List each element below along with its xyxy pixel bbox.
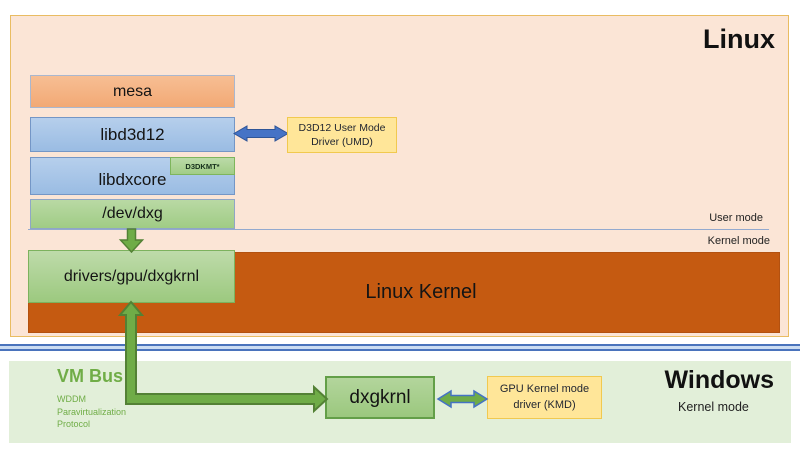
windows-kernel-mode-label: Kernel mode	[678, 400, 749, 414]
libd3d12-box: libd3d12	[30, 117, 235, 152]
vm-bus-line: Protocol	[57, 419, 91, 429]
vm-boundary-separator	[0, 344, 800, 351]
vm-bus-line: WDDM	[57, 394, 86, 404]
user-mode-label: User mode	[709, 212, 763, 224]
arrow-devdxg-drivers-icon	[118, 228, 145, 254]
windows-section-title: Windows	[664, 366, 775, 394]
vm-bus-protocol-lines: WDDM Paravirtualization Protocol	[57, 393, 126, 431]
linux-section-title: Linux	[703, 24, 775, 54]
arrow-libd3d12-umd-icon	[232, 125, 290, 142]
mesa-box: mesa	[30, 75, 235, 108]
umd-box: D3D12 User Mode Driver (UMD)	[287, 117, 397, 153]
windows-dxgkrnl-box: dxgkrnl	[325, 376, 435, 419]
kmd-box: GPU Kernel mode driver (KMD)	[487, 376, 602, 419]
dev-dxg-box: /dev/dxg	[30, 199, 235, 229]
arrow-dxgkrnl-kmd-icon	[436, 389, 489, 409]
arrow-vmbus-elbow-icon	[117, 300, 329, 414]
kernel-mode-label: Kernel mode	[707, 235, 770, 247]
vm-bus-title: VM Bus	[57, 366, 124, 386]
drivers-gpu-dxgkrnl-box: drivers/gpu/dxgkrnl	[28, 250, 235, 303]
vm-bus-line: Paravirtualization	[57, 406, 127, 417]
mode-divider-line	[28, 229, 769, 230]
d3dkmt-badge: D3DKMT*	[170, 157, 235, 175]
